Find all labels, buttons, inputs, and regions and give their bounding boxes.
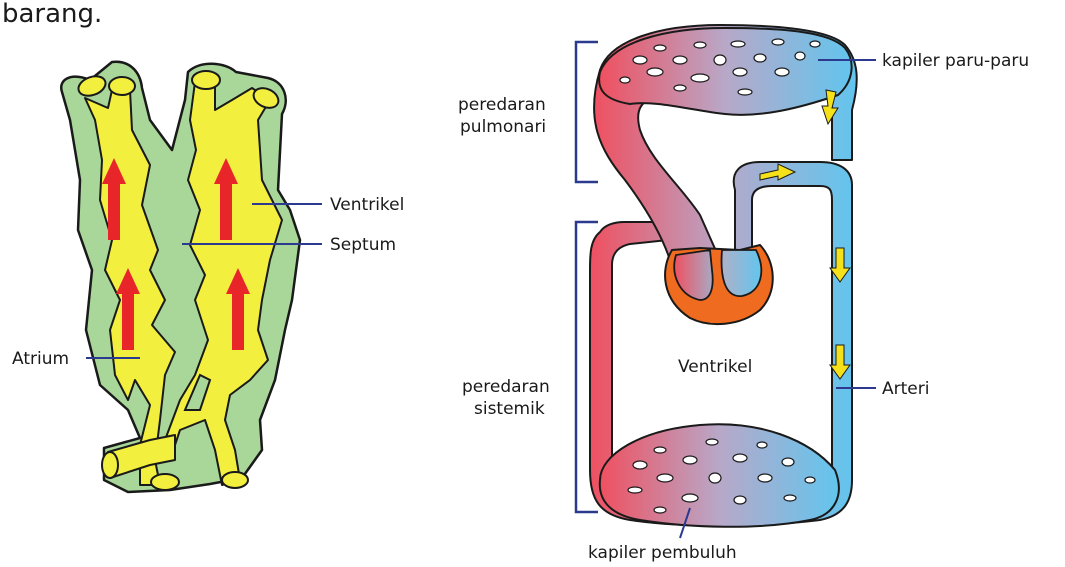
label-peredaran-sistemik-1: peredaran bbox=[462, 377, 550, 397]
bottom-tube-mid-end bbox=[151, 474, 179, 490]
bottom-tube-right-end bbox=[222, 472, 248, 488]
label-peredaran-pulmonari-2: pulmonari bbox=[460, 117, 546, 137]
label-kapiler-paru: kapiler paru-paru bbox=[882, 51, 1029, 71]
heart-chamber-right bbox=[722, 250, 762, 296]
label-ventrikel-left: Ventrikel bbox=[330, 195, 404, 215]
label-arteri: Arteri bbox=[882, 379, 929, 399]
label-ventrikel-right: Ventrikel bbox=[678, 357, 752, 377]
label-peredaran-sistemik-2: sistemik bbox=[474, 399, 545, 419]
header-fragment: barang. bbox=[2, 0, 102, 29]
label-septum: Septum bbox=[330, 235, 396, 255]
label-atrium: Atrium bbox=[12, 349, 69, 369]
bottom-tube-left-end bbox=[102, 452, 118, 478]
right-tube-opening-1 bbox=[192, 71, 220, 89]
left-tube-opening-2 bbox=[109, 77, 135, 95]
circulation-diagram: kapiler paru-paru peredaran pulmonari Ve… bbox=[458, 25, 1029, 563]
tubular-heart-diagram: Ventrikel Septum Atrium bbox=[12, 62, 404, 492]
label-peredaran-pulmonari-1: peredaran bbox=[458, 95, 546, 115]
label-kapiler-pembuluh: kapiler pembuluh bbox=[588, 543, 737, 563]
